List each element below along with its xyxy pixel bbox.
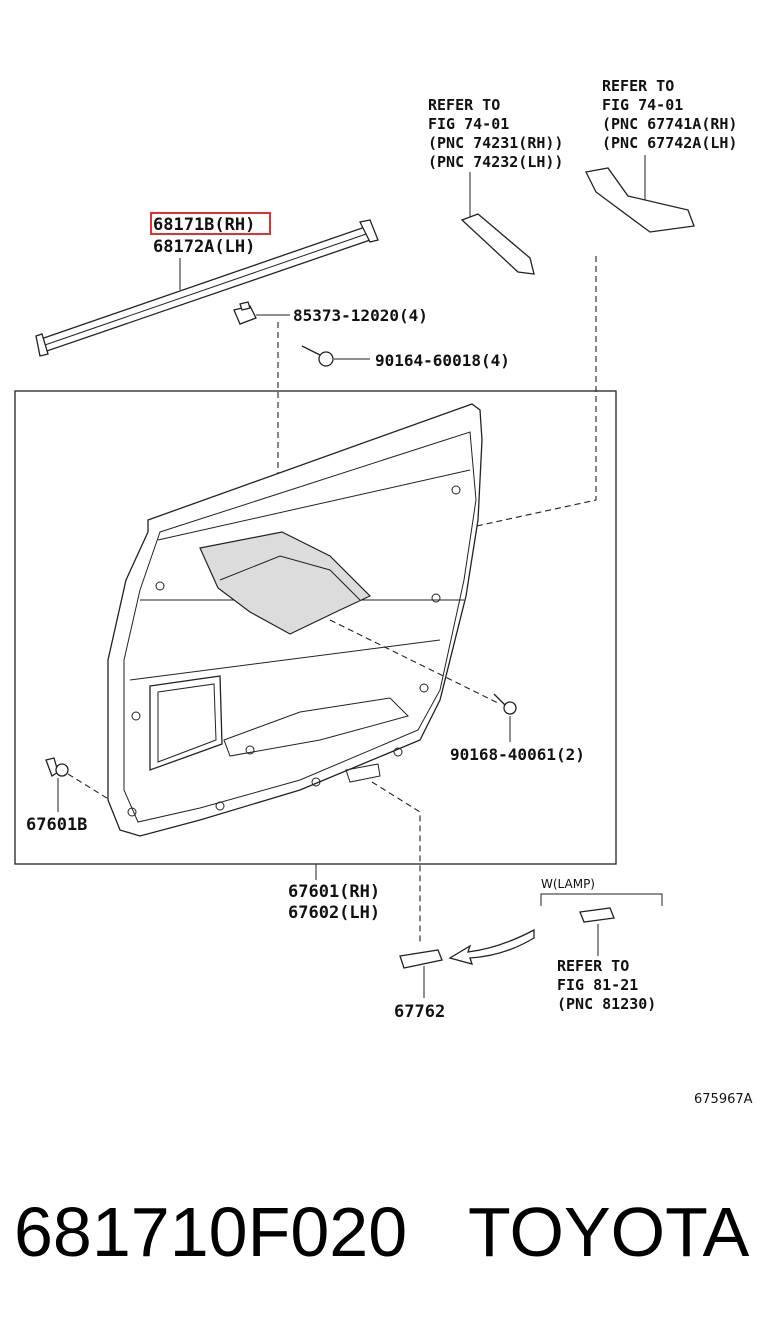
callout-85373: 85373-12020(4) — [293, 306, 428, 325]
refer-74231-line-2: FIG 74-01 — [428, 115, 509, 133]
door-belt-weatherstrip — [35, 219, 379, 357]
pull-handle-part — [585, 167, 695, 233]
callout-90168: 90168-40061(2) — [450, 745, 585, 764]
footer-brand: TOYOTA — [468, 1193, 750, 1271]
door-trim-panel — [107, 403, 483, 837]
wlamp-label: W(LAMP) — [541, 877, 595, 891]
refer-81230-text: REFER TO FIG 81-21 (PNC 81230) — [557, 957, 656, 1013]
refer-67741-text: REFER TO FIG 74-01 (PNC 67741A(RH) (PNC … — [602, 77, 737, 152]
refer-74231-text: REFER TO FIG 74-01 (PNC 74231(RH)) (PNC … — [428, 96, 563, 171]
clip-67601b — [45, 757, 69, 777]
callout-68172a: 68172A(LH) — [153, 237, 255, 257]
switch-base-part — [460, 213, 535, 275]
screw-90164 — [301, 345, 334, 367]
courtesy-lamp — [579, 907, 615, 923]
lamp-cover-67762 — [399, 949, 443, 969]
figure-code: 675967A — [694, 1092, 753, 1107]
refer-74231-line-1: REFER TO — [428, 96, 500, 114]
dash-67762 — [371, 781, 421, 944]
refer-74231-line-3: (PNC 74231(RH)) — [428, 134, 563, 152]
refer-81230-line-3: (PNC 81230) — [557, 995, 656, 1013]
callout-67601b: 67601B — [26, 815, 87, 835]
dash-67601b — [67, 773, 111, 801]
footer-part-number: 681710F020 — [14, 1193, 407, 1271]
clip-85373 — [233, 301, 257, 325]
arrow-to-67762 — [448, 928, 535, 965]
callout-90164: 90164-60018(4) — [375, 351, 510, 370]
refer-67741-line-3: (PNC 67741A(RH) — [602, 115, 737, 133]
callout-67762: 67762 — [394, 1002, 445, 1022]
callout-67602: 67602(LH) — [288, 903, 380, 923]
screw-90168 — [493, 693, 517, 715]
refer-67741-line-2: FIG 74-01 — [602, 96, 683, 114]
wlamp-bracket — [540, 893, 663, 906]
refer-74231-line-4: (PNC 74232(LH)) — [428, 153, 563, 171]
highlight-box — [150, 212, 271, 235]
callout-67601: 67601(RH) — [288, 882, 380, 902]
refer-81230-line-2: FIG 81-21 — [557, 976, 638, 994]
refer-81230-line-1: REFER TO — [557, 957, 629, 975]
refer-67741-line-4: (PNC 67742A(LH) — [602, 134, 737, 152]
callout-68171b: 68171B(RH) — [153, 215, 255, 235]
refer-67741-line-1: REFER TO — [602, 77, 674, 95]
dash-screw-90168 — [329, 619, 501, 705]
